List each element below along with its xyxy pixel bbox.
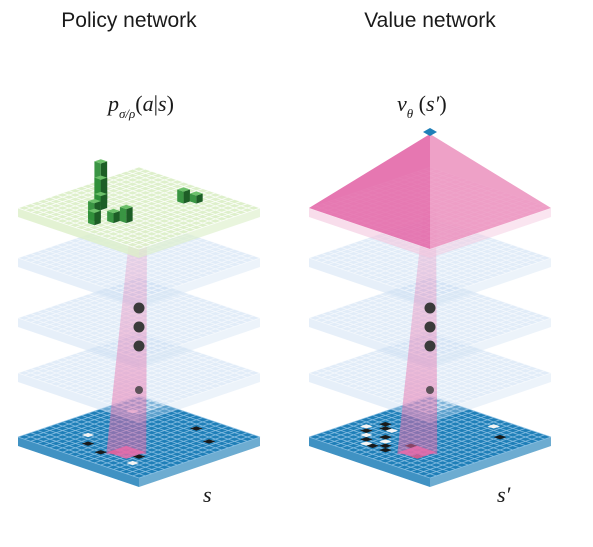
stone-black-6 xyxy=(132,454,146,459)
stone-black-6 xyxy=(379,422,392,427)
stone-black-1 xyxy=(189,426,203,431)
policy-move-probability-bars xyxy=(88,159,203,226)
value-hidden-layer-3-side-left xyxy=(309,258,430,308)
value-pyramid-base-side-left xyxy=(309,208,430,258)
stone-black-4 xyxy=(94,450,108,455)
value-pyramid-base-side-right xyxy=(430,208,551,258)
stone-black-16 xyxy=(379,426,392,431)
stone-white-12 xyxy=(487,424,501,429)
value-input-label: s′ xyxy=(497,482,512,507)
policy-ellipsis-dot-3 xyxy=(133,340,145,352)
stone-black-11 xyxy=(379,447,392,453)
policy-output-plane-top xyxy=(18,167,260,249)
value-beam-dot xyxy=(426,386,434,394)
value-hidden-layer-3-side-right xyxy=(430,258,551,308)
value-hidden-layer-2-side-right xyxy=(430,318,551,368)
policy-hidden-layer-3-side-left xyxy=(18,258,139,308)
value-hidden-layer-2-side-left xyxy=(309,318,430,368)
policy-hidden-layer-2-side-right xyxy=(139,318,260,368)
value-output-formula: vθ (s′) xyxy=(397,91,447,121)
value-hidden-layer-1-side-right xyxy=(430,373,551,423)
policy-ellipsis-dot-1 xyxy=(133,302,145,314)
policy-hidden-layer-1-side-left xyxy=(18,373,139,423)
highlight-cell xyxy=(410,454,424,459)
stone-white-0 xyxy=(359,424,373,429)
policy-hidden-layer-1-side-right xyxy=(139,373,260,423)
policy-hidden-layer-3-side-right xyxy=(139,258,260,308)
value-ellipsis-dot-2 xyxy=(424,321,436,333)
stone-white-7 xyxy=(81,432,95,438)
value-output-scalar xyxy=(423,128,437,136)
value-network-stack xyxy=(308,128,552,487)
stone-black-2 xyxy=(202,439,216,444)
policy-hidden-layer-2-side-left xyxy=(18,318,139,368)
policy-ellipsis-dot-2 xyxy=(133,321,145,333)
stone-black-13 xyxy=(493,435,507,440)
policy-output-formula: pσ/ρ(a|s) xyxy=(106,91,174,121)
stone-black-10 xyxy=(379,443,392,448)
policy-input-board-side-left xyxy=(18,437,139,487)
probability-bar-8 xyxy=(189,191,203,204)
value-hidden-layer-1-side-left xyxy=(309,373,430,423)
probability-bar-5 xyxy=(107,208,120,224)
stone-black-3 xyxy=(359,437,373,442)
value-ellipsis-dot-3 xyxy=(424,340,436,352)
value-ellipsis-dot-1 xyxy=(424,302,436,314)
value-output-pyramid xyxy=(308,134,552,258)
policy-network-stack xyxy=(17,159,261,487)
probability-bar-9 xyxy=(88,208,101,221)
value-input-board-side-left xyxy=(309,437,430,487)
policy-output-plane-side-right xyxy=(139,208,260,258)
value-network-title: Value network xyxy=(364,9,496,32)
policy-output-plane-side-left xyxy=(18,208,139,258)
stone-black-1 xyxy=(359,428,373,433)
policy-input-board-side-right xyxy=(139,437,260,487)
value-input-board-side-right xyxy=(430,437,551,487)
stone-black-5 xyxy=(366,443,380,448)
policy-network-title: Policy network xyxy=(61,9,197,32)
stone-white-9 xyxy=(379,439,392,444)
highlight-cell xyxy=(119,454,133,459)
probability-bar-6 xyxy=(119,204,133,224)
stone-black-8 xyxy=(379,435,392,440)
probability-bar-7 xyxy=(177,187,190,204)
policy-output-plane xyxy=(17,166,261,258)
policy-convolution-beam xyxy=(106,220,147,455)
policy-beam-dot xyxy=(135,386,143,394)
stone-white-2 xyxy=(359,432,373,438)
stone-white-4 xyxy=(359,441,373,446)
stone-white-8 xyxy=(126,460,139,466)
stone-black-3 xyxy=(81,441,95,446)
policy-input-label: s xyxy=(203,482,212,507)
